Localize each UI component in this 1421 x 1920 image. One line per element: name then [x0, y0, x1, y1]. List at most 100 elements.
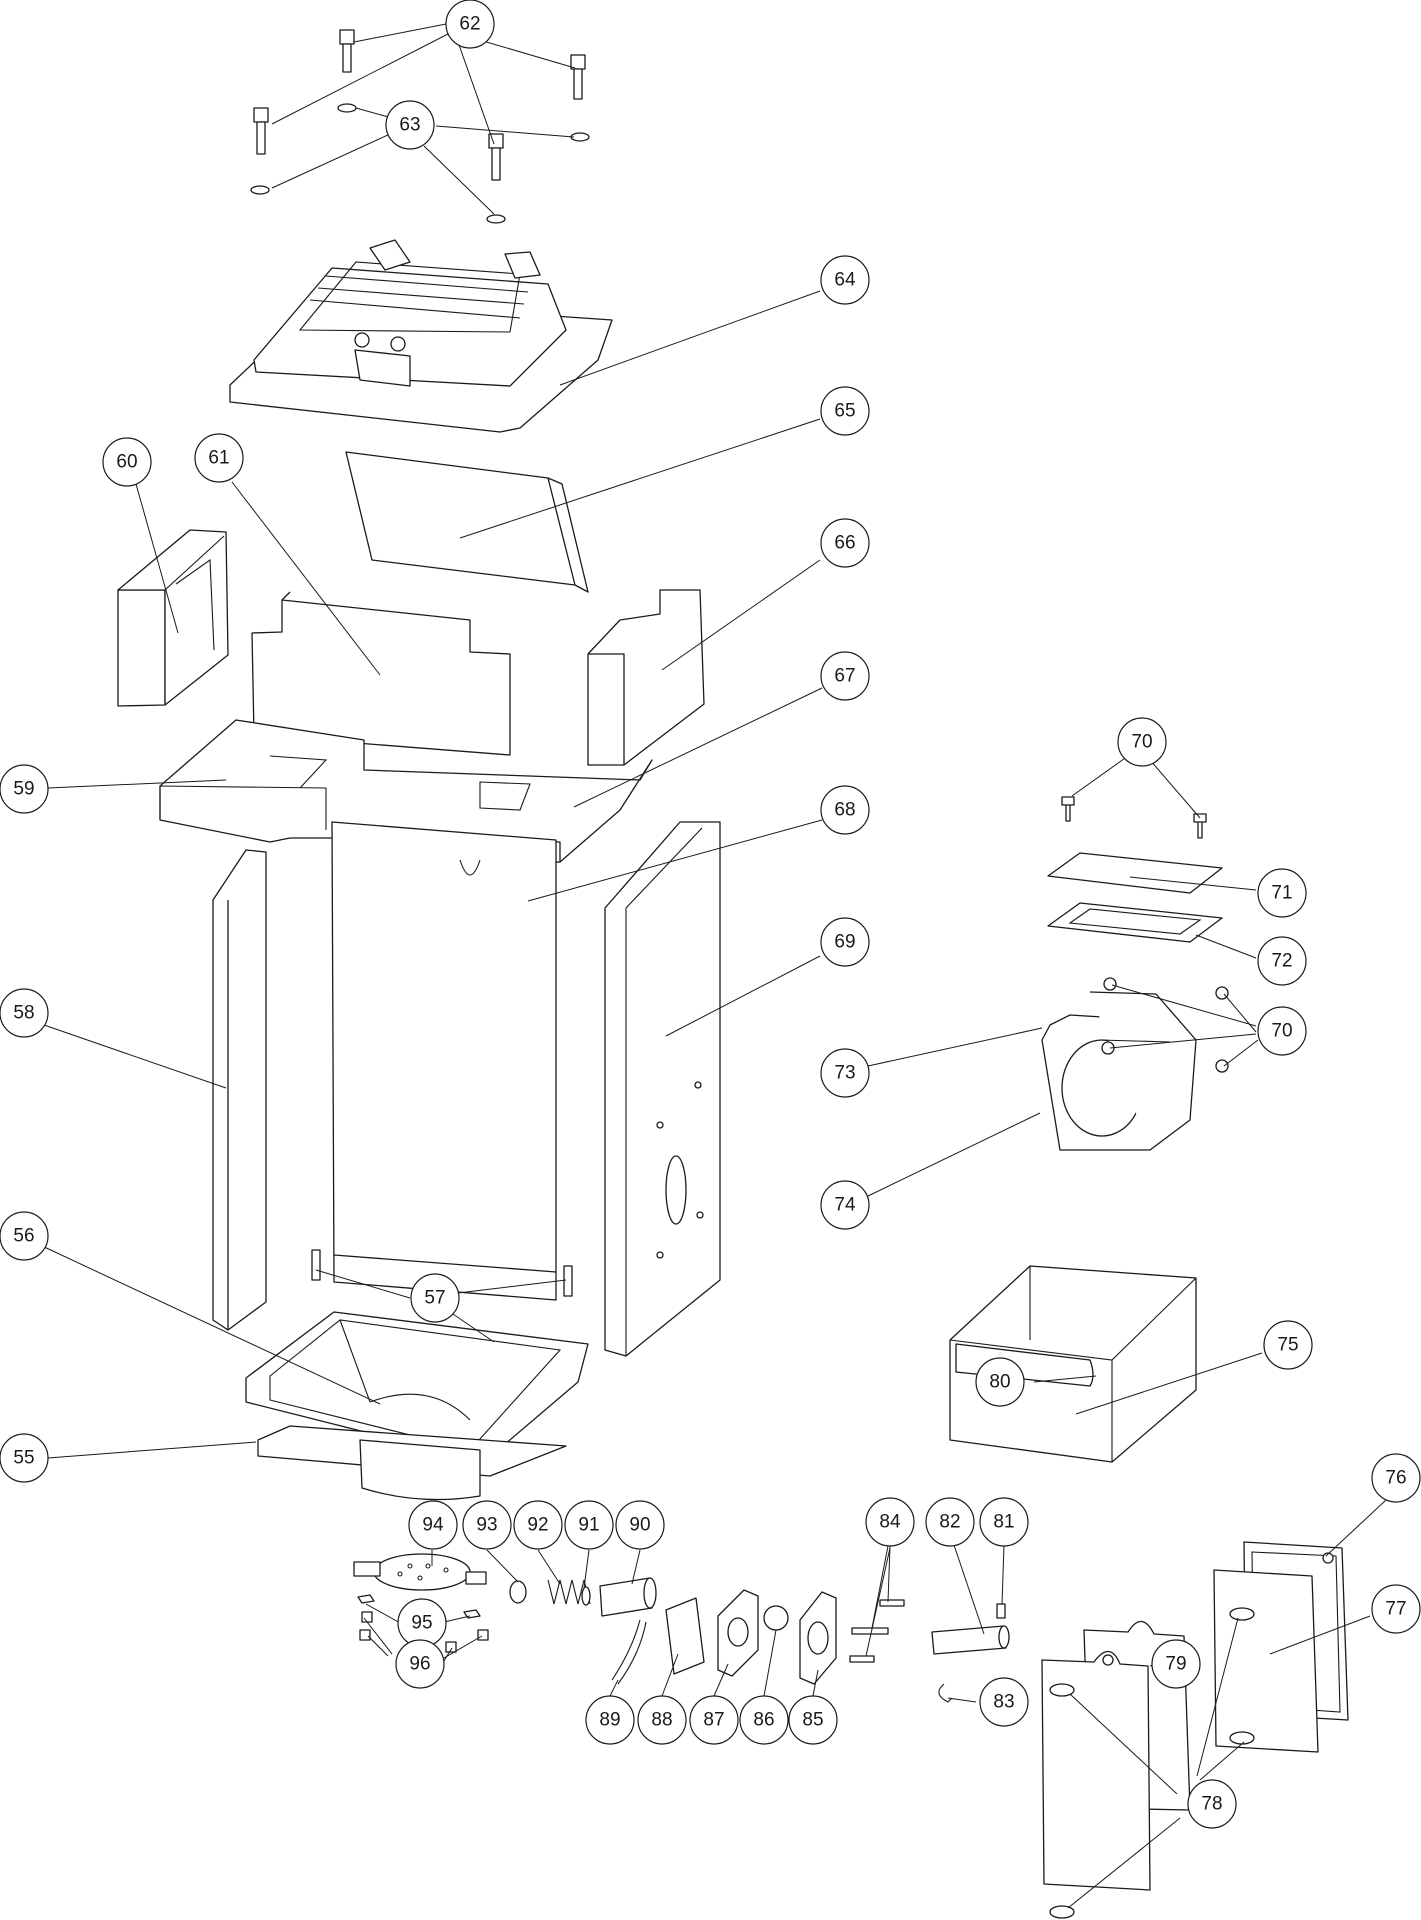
wing-nuts-78: [1049, 1607, 1255, 1919]
callout-79: 79: [1151, 1639, 1201, 1689]
screws-70-top: [1061, 796, 1207, 839]
callout-63-label: 63: [399, 115, 420, 136]
callout-81-label: 81: [993, 1512, 1014, 1533]
callout-80-label: 80: [989, 1372, 1010, 1393]
callout-78: 78: [1187, 1779, 1237, 1829]
callout-80: 80: [975, 1357, 1025, 1407]
callout-77: 77: [1371, 1584, 1421, 1634]
callout-96: 96: [395, 1639, 445, 1689]
callout-95-label: 95: [411, 1613, 432, 1634]
sleeve-90: [599, 1577, 657, 1617]
gasket-72: [1047, 902, 1223, 943]
callout-64-label: 64: [834, 270, 856, 291]
callout-61: 61: [194, 433, 244, 483]
callout-56-label: 56: [13, 1226, 34, 1247]
callout-87-label: 87: [703, 1710, 724, 1731]
callout-93-label: 93: [476, 1515, 497, 1536]
callout-95: 95: [397, 1598, 447, 1648]
shaft-82: [931, 1625, 1010, 1655]
part-drawings: [117, 29, 1349, 1919]
callout-63: 63: [385, 100, 435, 150]
callout-85-label: 85: [802, 1710, 823, 1731]
setscrew-81: [996, 1603, 1006, 1619]
callout-70-top-label: 70: [1131, 732, 1152, 753]
callout-55: 55: [0, 1433, 49, 1483]
callout-70-top: 70: [1117, 717, 1167, 767]
pin-57b: [563, 1265, 573, 1297]
callout-71: 71: [1257, 868, 1307, 918]
cover-77: [1213, 1569, 1319, 1753]
callout-65: 65: [820, 386, 870, 436]
callout-71-label: 71: [1271, 883, 1292, 904]
callout-93: 93: [462, 1500, 512, 1550]
callout-65-label: 65: [834, 401, 855, 422]
callout-61-label: 61: [208, 448, 229, 469]
callout-75-label: 75: [1277, 1335, 1298, 1356]
callouts: 62 63 64 65 60 61 66 67 59 68 70 71 72 6…: [0, 0, 1421, 1829]
callout-68: 68: [820, 785, 870, 835]
callout-87: 87: [689, 1695, 739, 1745]
callout-90: 90: [615, 1500, 665, 1550]
callout-76: 76: [1371, 1453, 1421, 1503]
callout-60: 60: [102, 437, 152, 487]
pad-65: [345, 451, 589, 593]
callout-70-mid-label: 70: [1271, 1021, 1292, 1042]
callout-85: 85: [788, 1695, 838, 1745]
flange-73-74: [1041, 977, 1229, 1151]
callout-94-label: 94: [422, 1515, 444, 1536]
callout-77-label: 77: [1385, 1599, 1406, 1620]
callout-67-label: 67: [834, 666, 855, 687]
screws-96: [359, 1611, 489, 1653]
plate-88: [665, 1597, 705, 1675]
ring-91: [581, 1586, 591, 1606]
callout-72: 72: [1257, 936, 1307, 986]
callout-83-label: 83: [993, 1692, 1014, 1713]
callout-84-label: 84: [879, 1512, 901, 1533]
side-panel-69: [604, 821, 721, 1357]
block-60: [117, 529, 229, 707]
nut-93: [509, 1580, 527, 1604]
leader-lines: [39, 23, 1387, 1909]
panel-68: [331, 821, 557, 1301]
callout-90-label: 90: [629, 1515, 650, 1536]
callout-88-label: 88: [651, 1710, 672, 1731]
callout-66-label: 66: [834, 533, 855, 554]
callout-83: 83: [979, 1677, 1029, 1727]
clip-83: [938, 1683, 953, 1703]
callout-72-label: 72: [1271, 951, 1292, 972]
callout-96-label: 96: [409, 1654, 430, 1675]
callout-66: 66: [820, 518, 870, 568]
callout-92: 92: [513, 1500, 563, 1550]
washers-63: [250, 103, 590, 224]
callout-56: 56: [0, 1211, 49, 1261]
callout-59: 59: [0, 764, 49, 814]
spring-92: [547, 1579, 591, 1605]
callout-82-label: 82: [939, 1512, 960, 1533]
callout-69-label: 69: [834, 932, 855, 953]
callout-92-label: 92: [527, 1515, 548, 1536]
pin-57a: [311, 1249, 321, 1281]
side-strip-58: [212, 849, 267, 1331]
callout-89-label: 89: [599, 1710, 620, 1731]
callout-68-label: 68: [834, 800, 855, 821]
callout-55-label: 55: [13, 1448, 34, 1469]
callout-64: 64: [820, 255, 870, 305]
callout-74-label: 74: [834, 1195, 856, 1216]
callout-73: 73: [820, 1048, 870, 1098]
callout-86-label: 86: [753, 1710, 774, 1731]
callout-76-label: 76: [1385, 1468, 1406, 1489]
plate-71: [1047, 852, 1223, 894]
callout-57: 57: [410, 1273, 460, 1323]
callout-79-label: 79: [1165, 1654, 1186, 1675]
callout-82: 82: [925, 1497, 975, 1547]
hopper-56-55: [245, 1311, 589, 1501]
callout-75: 75: [1263, 1320, 1313, 1370]
callout-91: 91: [564, 1500, 614, 1550]
callout-89: 89: [585, 1695, 635, 1745]
callout-81: 81: [979, 1497, 1029, 1547]
callout-58: 58: [0, 988, 49, 1038]
callout-78-label: 78: [1201, 1794, 1222, 1815]
flange-87: [717, 1589, 759, 1677]
burner-plate-94: [353, 1553, 487, 1591]
